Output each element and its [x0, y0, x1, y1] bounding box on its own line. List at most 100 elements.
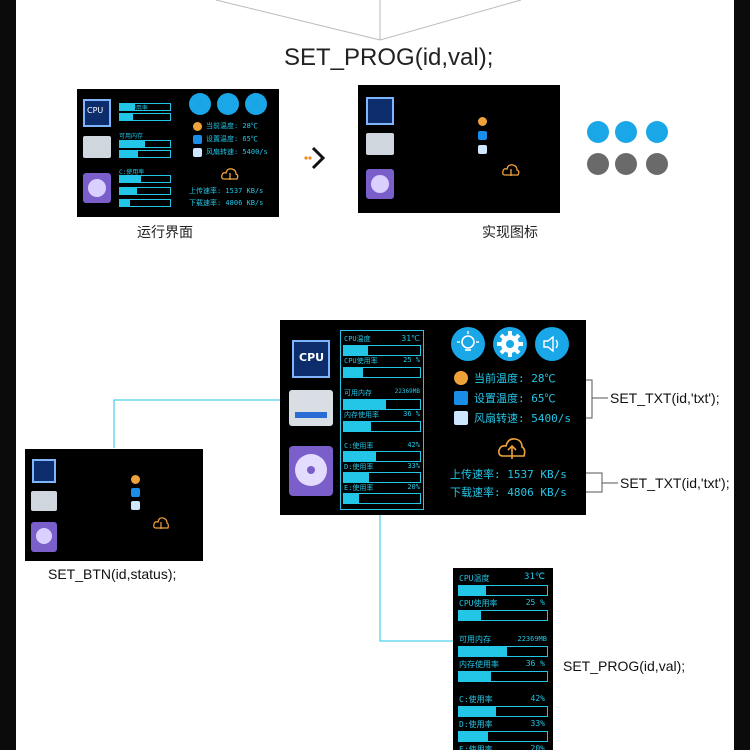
gear-small-icon [478, 131, 487, 140]
stats-panel: CPU温度 31℃ CPU使用率 25 % 可用内存 22369MB 内存使用率… [340, 330, 424, 510]
mem-usage-label: 内存使用率 [459, 660, 499, 669]
cpu-chip-icon [366, 97, 394, 125]
set-prog-label: SET_PROG(id,val); [563, 658, 686, 674]
d-usage-label: D:使用率 [459, 720, 493, 729]
cpu-usage-bar [343, 367, 421, 378]
c-usage-label: C:使用率 [344, 442, 374, 450]
gear-icon [615, 121, 637, 143]
cpu-chip-icon: CPU [292, 340, 330, 378]
cpu-temp-label: CPU温度 [344, 335, 371, 343]
upload-readout: 上传速率: 1537 KB/s [450, 468, 567, 481]
c-usage-value: 42% [407, 441, 420, 449]
lightbulb-icon[interactable] [450, 326, 486, 362]
thermometer-icon [193, 122, 202, 131]
progress-bar [119, 140, 171, 148]
progress-bar [119, 175, 171, 183]
ram-icon [31, 491, 57, 511]
mem-avail-label: 可用内存 [459, 635, 491, 644]
hard-disk-icon [31, 522, 57, 552]
ram-icon [289, 390, 333, 426]
cpu-temp-bar [458, 585, 548, 596]
mem-avail-bar [458, 646, 548, 657]
mem-usage-bar [343, 421, 421, 432]
cpu-usage-value: 25 % [525, 598, 545, 607]
cpu-temp-bar [343, 345, 421, 356]
cpu-usage-label: CPU使用率 [344, 357, 378, 365]
d-usage-label: D:使用率 [344, 463, 374, 471]
running-interface-label: 运行界面 [137, 225, 193, 241]
c-usage-value: 42% [530, 694, 545, 703]
icons-screen-thumbnail [358, 85, 560, 213]
mem-avail-value: 22369MB [394, 388, 420, 395]
set-temp-readout: 设置温度: 65℃ [474, 392, 556, 405]
mem-avail-value: 22369MB [517, 635, 547, 643]
stat-label: C:使用率 [119, 169, 145, 176]
cpu-temp-value: 31℃ [401, 334, 420, 343]
speaker-off-icon [646, 153, 668, 175]
d-usage-value: 33% [407, 462, 420, 470]
c-usage-label: C:使用率 [459, 695, 493, 704]
gear-small-icon [193, 135, 202, 144]
download-readout: 下载速率: 4806 KB/s [189, 199, 264, 207]
chevron-right-icon [304, 146, 326, 170]
main-screen: CPU CPU温度 31℃ CPU使用率 25 % 可用内存 22369MB 内… [280, 320, 586, 515]
lightbulb-off-icon [587, 153, 609, 175]
e-usage-value: 20% [530, 744, 545, 750]
mem-usage-label: 内存使用率 [344, 411, 379, 419]
d-usage-bar [458, 731, 548, 742]
e-usage-bar [343, 493, 421, 504]
mem-usage-value: 36 % [403, 410, 420, 418]
thermometer-icon [454, 371, 468, 385]
d-usage-value: 33% [530, 719, 545, 728]
lightbulb-icon [587, 121, 609, 143]
progress-bar [119, 199, 171, 207]
top-connectors [215, 0, 522, 41]
icons-implemented-label: 实现图标 [482, 225, 538, 241]
cpu-temp-value: 31℃ [524, 572, 545, 582]
c-usage-bar [343, 451, 421, 462]
cloud-upload-icon [502, 164, 520, 176]
fan-icon [131, 501, 140, 510]
cpu-usage-label: CPU使用率 [459, 599, 498, 608]
current-temp-readout: 当前温度: 28℃ [474, 372, 556, 385]
lightbulb-icon [189, 93, 211, 115]
hard-disk-icon [366, 169, 394, 199]
progress-bar [119, 187, 171, 195]
gear-small-icon [131, 488, 140, 497]
cpu-usage-bar [458, 610, 548, 621]
cloud-upload-icon [221, 168, 239, 180]
cpu-usage-value: 25 % [403, 356, 420, 364]
speaker-icon[interactable] [534, 326, 570, 362]
stat-label: 可用内存 [119, 133, 144, 140]
e-usage-label: E:使用率 [459, 745, 493, 750]
set-txt-label-1: SET_TXT(id,'txt'); [610, 390, 720, 406]
fan-icon [478, 145, 487, 154]
e-usage-label: E:使用率 [344, 484, 374, 492]
thermometer-icon [478, 117, 487, 126]
progress-bar [119, 113, 171, 121]
gear-off-icon [615, 153, 637, 175]
cloud-upload-icon [153, 517, 169, 529]
cpu-chip-icon [32, 459, 56, 483]
ram-icon [83, 136, 111, 158]
gear-small-icon [454, 391, 468, 405]
progress-screen: CPU温度 31℃ CPU使用率 25 % 可用内存 22369MB 内存使用率… [453, 568, 553, 750]
current-temp-readout: 当前温度: 28℃ [206, 122, 258, 130]
hard-disk-icon [83, 173, 111, 203]
progress-bar [119, 150, 171, 158]
set-temp-readout: 设置温度: 65℃ [206, 135, 258, 143]
cpu-chip-icon: CPU [83, 99, 111, 127]
gear-icon [217, 93, 239, 115]
hard-disk-icon [289, 446, 333, 496]
e-usage-value: 20% [407, 483, 420, 491]
c-usage-bar [458, 706, 548, 717]
download-readout: 下载速率: 4806 KB/s [450, 486, 567, 499]
speaker-icon [245, 93, 267, 115]
gear-icon[interactable] [492, 326, 528, 362]
top-function-label: SET_PROG(id,val); [284, 44, 494, 71]
cpu-chip-label: CPU [299, 351, 325, 364]
button-screen [25, 449, 203, 561]
set-btn-label: SET_BTN(id,status); [48, 566, 177, 582]
fan-icon [193, 148, 202, 157]
progress-bar [119, 103, 171, 111]
